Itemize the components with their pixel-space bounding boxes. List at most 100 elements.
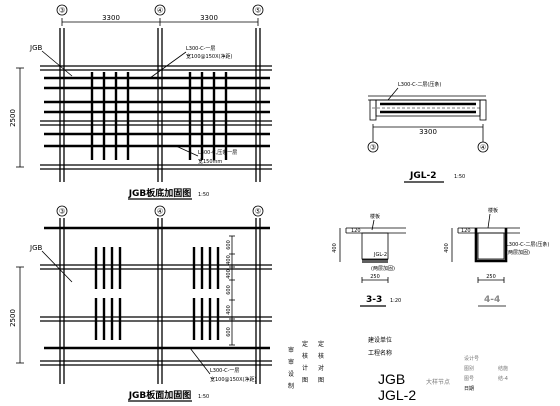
dimension-text: 2500 bbox=[9, 109, 17, 127]
dimension-text: 2500 bbox=[9, 309, 17, 327]
tb-cell: 核 bbox=[318, 352, 324, 360]
axis-label: ③ bbox=[370, 144, 376, 152]
plan-top-cfrp-horizontal bbox=[44, 76, 270, 148]
axis-label: ⑤ bbox=[255, 208, 261, 216]
section-jgl: L300-C-二层(压条) 3300 ③ ④ JGL-2 1:50 bbox=[367, 81, 489, 183]
axis-label: ④ bbox=[157, 208, 163, 216]
dimension-text: 400 bbox=[332, 243, 338, 253]
drawing-scale: 1:50 bbox=[198, 192, 209, 198]
plan-bottom: ③ ④ ⑤ bbox=[9, 205, 272, 402]
drawing-scale: 1:50 bbox=[454, 174, 465, 180]
leader-line bbox=[149, 51, 187, 79]
drawing-title: JGL-2 bbox=[409, 171, 436, 181]
axis-bubble bbox=[367, 141, 379, 153]
tb-cell: 计 bbox=[302, 364, 308, 372]
tb-caption: 大样节点 bbox=[426, 378, 450, 386]
plan-bottom-beams bbox=[40, 264, 272, 366]
drawing-scale: 1:20 bbox=[390, 298, 401, 304]
tb-cell: 图 bbox=[302, 377, 308, 384]
axis-label: ④ bbox=[157, 7, 163, 15]
plan-bottom-columns bbox=[59, 218, 261, 384]
dimension-text: 3300 bbox=[419, 128, 437, 136]
drawing-title: JGB板面加固图 bbox=[128, 389, 192, 401]
label-text: (两层加固) bbox=[371, 265, 395, 272]
section-33: 楼板 JGL-2 (两层加固) 400 120 250 3-3 1:20 bbox=[332, 213, 406, 307]
dimension-text: 120 bbox=[461, 228, 471, 234]
leader-line bbox=[189, 347, 211, 375]
drawing-scale: 1:50 bbox=[198, 394, 209, 400]
section-44: 楼板 L300-C-二层(压条) (两层加固) 400 120 250 4-4 bbox=[444, 207, 549, 307]
slab-label: JGB bbox=[29, 44, 42, 52]
axis-bubble bbox=[56, 205, 68, 217]
note-text: L300-C-二层(压条) bbox=[398, 81, 441, 88]
tb-cell: 制 bbox=[288, 382, 294, 390]
dimension-text: 3300 bbox=[200, 14, 218, 22]
tb-right-label: 图别 bbox=[464, 365, 474, 372]
plan-top-columns bbox=[59, 28, 261, 182]
plan-bottom-cfrp-horizontal bbox=[44, 226, 270, 350]
u-wrap bbox=[474, 228, 508, 263]
note-text: 宽150mm bbox=[198, 158, 222, 165]
plan-top-beams bbox=[40, 65, 272, 170]
dimension-text: 120 bbox=[351, 228, 361, 234]
plan-top: ③ ④ ⑤ 3300 3300 bbox=[9, 4, 272, 200]
dimension-text: 600 bbox=[226, 327, 232, 337]
axis-label: ③ bbox=[59, 208, 65, 216]
axis-bubble bbox=[252, 205, 264, 217]
dimension-text: 400 bbox=[444, 243, 450, 253]
tb-right-value: 结-4 bbox=[498, 375, 508, 382]
drawing-title: 4-4 bbox=[484, 295, 500, 305]
axis-bubble bbox=[252, 4, 264, 16]
column-right bbox=[479, 99, 487, 121]
note-text: L300-C,压条一层 bbox=[198, 149, 237, 156]
leader-line bbox=[487, 213, 491, 229]
dimension-text: 3300 bbox=[102, 14, 120, 22]
dimension-text: 600 bbox=[226, 240, 232, 250]
tb-drawing-name: JGL-2 bbox=[378, 387, 416, 403]
dimension-text: 400 bbox=[226, 269, 232, 279]
tb-cell: 核 bbox=[302, 352, 308, 360]
tb-unit-label: 建设单位 bbox=[368, 336, 392, 344]
leader-line bbox=[175, 145, 199, 157]
axis-label: ③ bbox=[59, 7, 65, 15]
tb-cell: 定 bbox=[302, 340, 308, 348]
plan-top-cfrp-vertical bbox=[90, 72, 228, 160]
tb-right-label: 图号 bbox=[464, 376, 474, 382]
axis-label: ⑤ bbox=[255, 7, 261, 15]
leader-line bbox=[41, 250, 73, 283]
note-text: L300-C-一层 bbox=[210, 368, 239, 374]
label-text: 楼板 bbox=[488, 207, 498, 214]
axis-bubble bbox=[154, 205, 166, 217]
leader-line bbox=[41, 50, 73, 77]
tb-cell: 审 bbox=[288, 346, 294, 354]
label-text: 楼板 bbox=[370, 213, 380, 220]
dimension-text: 250 bbox=[370, 274, 380, 280]
beam-section bbox=[477, 232, 505, 260]
axis-label: ④ bbox=[480, 144, 486, 152]
drawing-title: JGB板底加固图 bbox=[128, 187, 192, 199]
axis-bubble bbox=[154, 4, 166, 16]
plan-bottom-cfrp-groups bbox=[94, 247, 220, 340]
tb-drawing-name: JGB bbox=[378, 371, 405, 387]
beam-section bbox=[361, 232, 389, 260]
leader-line bbox=[387, 87, 399, 101]
leader-line bbox=[371, 219, 375, 231]
slab-label: JGB bbox=[29, 244, 42, 252]
note-text: L300-C-一层 bbox=[186, 46, 215, 52]
dimension-text: 400 bbox=[226, 305, 232, 315]
tb-right-label: 日期 bbox=[464, 386, 474, 392]
tb-cell: 图 bbox=[318, 377, 324, 384]
tb-right-value: 结施 bbox=[498, 365, 508, 372]
axis-bubble bbox=[477, 141, 489, 153]
note-text: L300-C-二层(压条) bbox=[506, 241, 549, 248]
axis-bubble bbox=[56, 4, 68, 16]
title-block: 审 审 设 制 定 核 计 图 定 核 对 图 建设单位 工程名称 JGB JG… bbox=[288, 336, 508, 403]
tb-project-label: 工程名称 bbox=[368, 349, 392, 357]
dimension-text: 250 bbox=[486, 274, 496, 280]
tb-right-label: 设计号 bbox=[464, 355, 479, 362]
dimension-text: 400 bbox=[226, 255, 232, 265]
dimension-text: 600 bbox=[226, 285, 232, 295]
note-text: 宽100@150X(净距) bbox=[186, 53, 232, 60]
note-text: (两层加固) bbox=[506, 249, 530, 256]
column-left bbox=[369, 99, 377, 121]
